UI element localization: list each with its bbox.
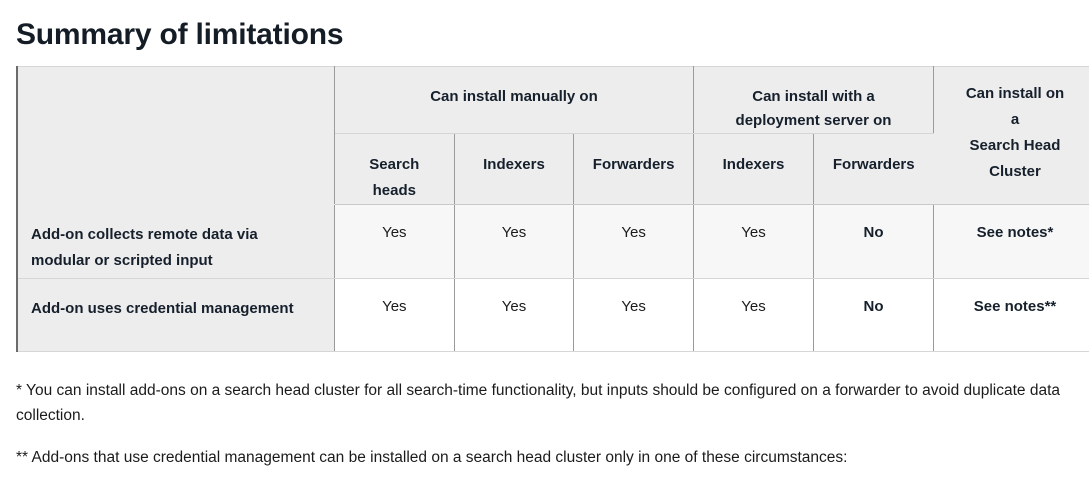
footnote-single-asterisk: * You can install add-ons on a search he… [16, 382, 1061, 424]
table-header-group-row: Can install manually on Can install with… [17, 66, 1089, 205]
cell-r1-search-head-cluster: See notes** [933, 278, 1089, 352]
cell-r1-deployment-forwarders: No [813, 278, 934, 352]
cell-r0-manual-forwarders: Yes [573, 204, 694, 279]
table-body: Add-on collects remote data via modular … [17, 204, 1089, 352]
header-shc-line3: Search Head [969, 137, 1061, 154]
cell-r0-manual-indexers: Yes [454, 204, 575, 279]
row-label-modular-scripted-input: Add-on collects remote data via modular … [17, 204, 335, 279]
header-group-can-install-manually-on: Can install manually on [334, 66, 694, 134]
cell-r1-deployment-indexers: Yes [693, 278, 814, 352]
page-title: Summary of limitations [16, 18, 344, 51]
header-search-heads-line2: heads [372, 182, 416, 199]
cell-r0-search-head-cluster: See notes* [933, 204, 1089, 279]
header-shc-line1: Can install on [965, 85, 1065, 102]
cell-r1-manual-indexers: Yes [454, 278, 575, 352]
cell-r0-deployment-indexers: Yes [693, 204, 814, 279]
header-search-heads: Search heads [334, 133, 455, 205]
footnotes: * You can install add-ons on a search he… [16, 378, 1073, 470]
header-can-install-on-a-search-head-cluster: Can install on a Search Head Cluster [933, 66, 1089, 205]
cell-r0-deployment-forwarders: No [813, 204, 934, 279]
header-corner-empty [17, 66, 335, 205]
summary-of-limitations-table: Can install manually on Can install with… [16, 66, 1089, 352]
footnote-double-asterisk: ** Add-ons that use credential managemen… [16, 449, 848, 466]
row-label-credential-management: Add-on uses credential management [17, 278, 335, 352]
table-row: Add-on uses credential management Yes Ye… [17, 278, 1089, 352]
header-group-can-install-with-deployment-server-on: Can install with a deployment server on [693, 66, 934, 134]
cell-r1-manual-forwarders: Yes [573, 278, 694, 352]
cell-r0-manual-search-heads: Yes [334, 204, 455, 279]
header-search-heads-line1: Search [369, 156, 420, 173]
header-deployment-forwarders: Forwarders [813, 133, 934, 205]
table-row: Add-on collects remote data via modular … [17, 204, 1089, 279]
header-shc-line4: Cluster [989, 163, 1041, 180]
header-group-2-line1: Can install with a [752, 88, 875, 105]
header-shc-line2: a [1010, 111, 1020, 128]
header-deployment-indexers: Indexers [693, 133, 814, 205]
header-manual-forwarders: Forwarders [573, 133, 694, 205]
cell-r1-manual-search-heads: Yes [334, 278, 455, 352]
header-group-2-line2: deployment server on [735, 112, 892, 129]
table-header: Can install manually on Can install with… [17, 66, 1089, 205]
header-manual-indexers: Indexers [454, 133, 575, 205]
table-header-sub-row: Search heads Indexers Forwarders Indexer… [17, 133, 1089, 205]
